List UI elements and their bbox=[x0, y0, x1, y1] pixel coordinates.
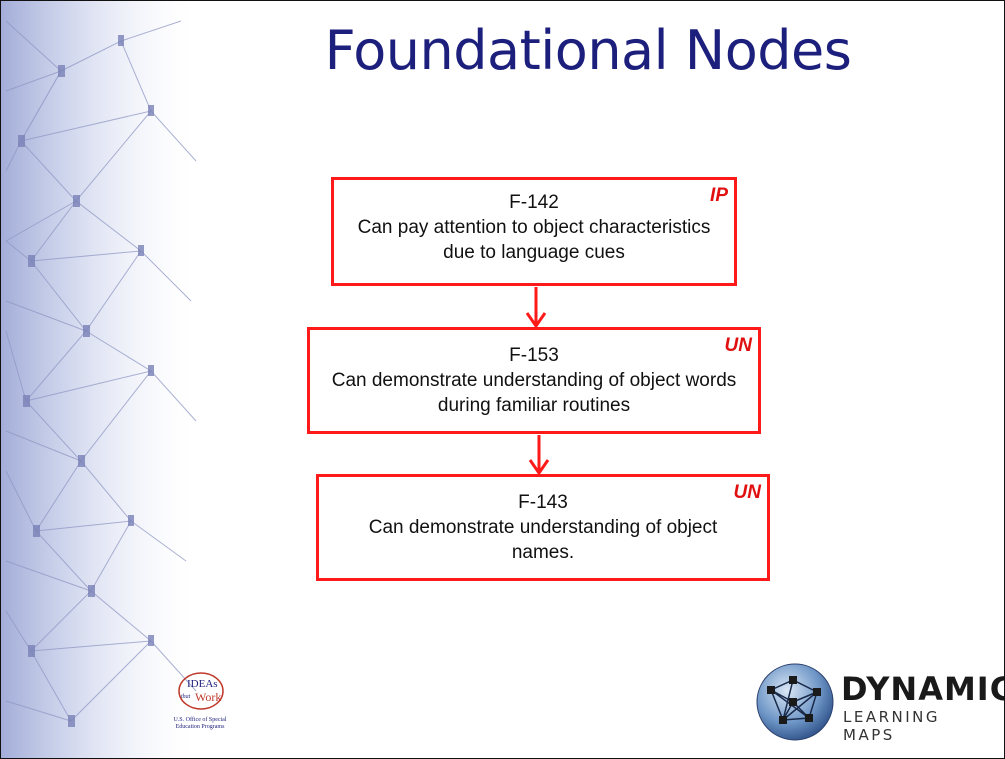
ideas-logo-work: Work bbox=[195, 690, 221, 704]
dlm-logo-word-dynamic: DYNAMIC™ bbox=[841, 670, 1005, 708]
ideas-logo-word: IDEAs bbox=[187, 678, 218, 690]
arrowhead-f143 bbox=[528, 459, 550, 476]
globe-network-icon bbox=[756, 663, 834, 741]
dlm-logo-word-learning-maps: LEARNING MAPS bbox=[843, 708, 941, 744]
node-code: F-142 bbox=[509, 192, 559, 213]
node-status: IP bbox=[710, 185, 728, 206]
node-f142: F-142 Can pay attention to object charac… bbox=[331, 177, 737, 286]
arrowhead-f153 bbox=[525, 312, 547, 329]
node-status: UN bbox=[733, 482, 761, 503]
slide-title: Foundational Nodes bbox=[324, 19, 852, 82]
node-description: Can demonstrate understanding of object … bbox=[368, 517, 718, 563]
node-description: Can pay attention to object characterist… bbox=[357, 217, 711, 263]
node-code: F-143 bbox=[518, 492, 568, 513]
node-f153: F-153 Can demonstrate understanding of o… bbox=[307, 327, 761, 434]
ideas-logo-that: that bbox=[181, 694, 191, 700]
ideas-that-work-logo: IDEAs that Work U.S. Office of Special E… bbox=[163, 667, 237, 739]
node-description: Can demonstrate understanding of object … bbox=[331, 370, 737, 416]
dlm-logo-dynamic-text: DYNAMIC bbox=[841, 670, 1005, 708]
node-f143: F-143 Can demonstrate understanding of o… bbox=[316, 474, 770, 581]
dynamic-learning-maps-logo: DYNAMIC™ LEARNING MAPS bbox=[753, 656, 1004, 748]
node-status: UN bbox=[724, 335, 752, 356]
ideas-logo-caption: U.S. Office of Special Education Program… bbox=[173, 717, 227, 730]
network-background bbox=[1, 1, 201, 758]
node-code: F-153 bbox=[509, 345, 559, 366]
ideas-logo-mark: IDEAs that Work bbox=[178, 672, 224, 710]
